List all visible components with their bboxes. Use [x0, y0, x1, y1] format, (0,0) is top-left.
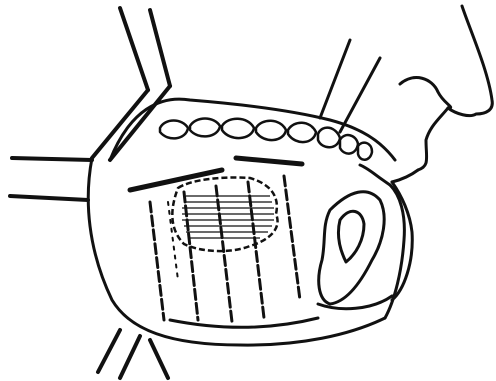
guide-tube — [236, 158, 302, 164]
lower-lip — [392, 182, 412, 300]
implant-needle — [150, 202, 164, 320]
upper-teeth — [160, 119, 372, 160]
implant-needle — [284, 176, 300, 300]
retractor-frame — [10, 8, 170, 378]
face-profile — [320, 6, 492, 182]
